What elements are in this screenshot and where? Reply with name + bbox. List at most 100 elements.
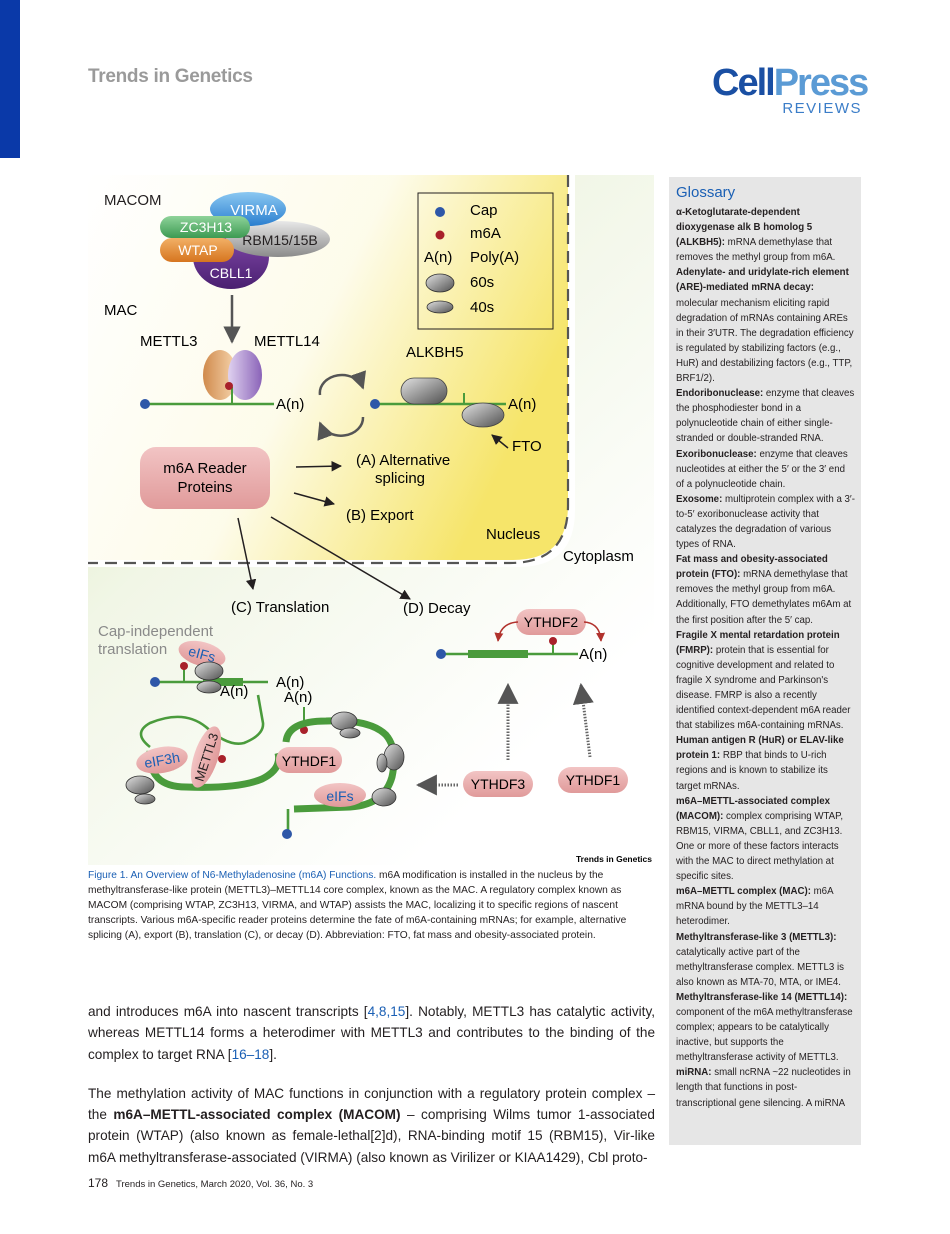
glossary-term: Exoribonuclease: <box>676 448 757 460</box>
glossary-entry: Methyltransferase-like 3 (METTL3): catal… <box>676 930 855 990</box>
demethylated-an-label: A(n) <box>508 396 536 413</box>
journal-name: Trends in Genetics <box>88 66 253 87</box>
legend-60s: 60s <box>470 274 494 291</box>
glossary-term: m6A–METTL complex (MAC): <box>676 886 811 898</box>
nuclear-envelope <box>88 175 570 565</box>
glossary-term: Fat mass and obesity-associated protein … <box>676 554 828 581</box>
ythdf1-protein-circ <box>276 747 342 773</box>
glossary-entry: Exoribonuclease: enzyme that cleaves nuc… <box>676 447 855 492</box>
legend-40s: 40s <box>470 299 494 316</box>
decay-arrow-right <box>583 621 606 642</box>
glossary-entry: miRNA: small ncRNA ~22 nucleotides in le… <box>676 1065 855 1110</box>
caption-title: Figure 1. An Overview of N6-Methyladenos… <box>88 870 377 881</box>
glossary-definition: enzyme that cleaves the phosphodiester b… <box>676 388 855 445</box>
ythdf1-label-right: YTHDF1 <box>566 772 621 788</box>
glossary-term: Exosome: <box>676 493 723 505</box>
legend-box <box>417 192 554 330</box>
glossary-entry: Endoribonuclease: enzyme that cleaves th… <box>676 386 855 446</box>
legend-cap: Cap <box>470 202 498 219</box>
glossary-entry: α-Ketoglutarate-dependent dioxygenase al… <box>676 205 855 265</box>
glossary-term: miRNA: <box>676 1067 712 1079</box>
translation-arrow <box>237 517 257 591</box>
decay-arrow-left <box>494 621 519 642</box>
translation-label: (C) Translation <box>231 599 329 616</box>
nucleus-label: Nucleus <box>486 526 540 543</box>
glossary-entry: Human antigen R (HuR) or ELAV-like prote… <box>676 733 855 793</box>
wtap-protein <box>160 238 234 262</box>
legend-m6a: m6A <box>470 225 501 242</box>
m6a-site <box>225 382 233 390</box>
cap-independent-line1: Cap-independent <box>98 623 214 640</box>
figure-source: Trends in Genetics <box>576 854 652 864</box>
glossary-term: Methyltransferase-like 14 (METTL14): <box>676 991 848 1003</box>
glossary-term-macom: m6A–METTL-associated complex (MACOM) <box>113 1107 401 1123</box>
figure-1-diagram: Cap m6A A(n) Poly(A) 60s 40s MACOM CBLL1… <box>88 175 654 865</box>
zc3h13-label: ZC3H13 <box>180 219 232 235</box>
m6a-legend-icon <box>435 230 445 240</box>
glossary-term: Human antigen R (HuR) or ELAV-like prote… <box>676 735 844 762</box>
mettl14-label: METTL14 <box>254 333 320 350</box>
glossary-entry: Exosome: multiprotein complex with a 3′-… <box>676 492 855 552</box>
zc3h13-protein <box>160 216 250 238</box>
alt-splicing-line2: splicing <box>375 470 425 487</box>
virma-label: VIRMA <box>230 202 278 219</box>
glossary-entry: Fragile X mental retardation protein (FM… <box>676 628 855 734</box>
eifs-protein-bottom <box>314 783 366 807</box>
macom-label: MACOM <box>104 192 162 209</box>
cytoplasm-label: Cytoplasm <box>563 548 634 565</box>
wtap-label: WTAP <box>178 242 217 258</box>
glossary-definition: enzyme that cleaves nucleotides at eithe… <box>676 448 848 490</box>
circ-right-an-label: A(n) <box>284 689 312 706</box>
glossary-term: Adenylate- and uridylate-rich element (A… <box>676 267 849 294</box>
ribosome-circ-top <box>330 711 358 731</box>
eifs-label-bottom: eIFs <box>326 788 353 804</box>
eifs-protein-top: eIFs <box>178 640 226 668</box>
legend-an: A(n) <box>424 249 452 266</box>
logo-reviews-text: REVIEWS <box>782 100 862 117</box>
reference-link-16-18[interactable]: 16–18 <box>231 1046 270 1062</box>
glossary-entry: Adenylate- and uridylate-rich element (A… <box>676 265 855 386</box>
paragraph-2: The methylation activity of MAC function… <box>88 1085 655 1165</box>
alt-splicing-line1: (A) Alternative <box>356 452 450 469</box>
mac-label: MAC <box>104 302 138 319</box>
glossary-term: Fragile X mental retardation protein (FM… <box>676 629 840 656</box>
cap-independent-line2: translation <box>98 641 167 658</box>
ythdf2-label: YTHDF2 <box>524 614 579 630</box>
glossary-term: Endoribonuclease: <box>676 388 764 400</box>
reversible-cycle-icon <box>318 370 366 396</box>
glossary-entry: m6A–METTL complex (MAC): m6A mRNA bound … <box>676 884 855 929</box>
mettl3-label: METTL3 <box>140 333 198 350</box>
glossary-definition: mRNA demethylase that removes the methyl… <box>676 569 852 626</box>
ythdf2-protein <box>516 609 586 635</box>
mettl14-protein <box>228 350 262 400</box>
figure-caption: Figure 1. An Overview of N6-Methyladenos… <box>88 868 653 943</box>
body-text: and introduces m6A into nascent transcri… <box>88 1001 655 1186</box>
fto-label: FTO <box>512 438 542 455</box>
export-arrow <box>293 492 336 507</box>
ythdf3-protein <box>463 771 533 797</box>
glossary-definition: catalytically active part of the methylt… <box>676 946 844 988</box>
glossary-definition: molecular mechanism eliciting rapid degr… <box>676 297 854 385</box>
ribosome-40s-legend-icon <box>426 300 454 314</box>
cellpress-logo: CellPress REVIEWS <box>712 62 869 118</box>
fto-protein <box>461 402 505 428</box>
caption-text: m6A modification is installed in the nuc… <box>88 870 627 941</box>
reference-link-4-8-15[interactable]: 4,8,15 <box>367 1004 406 1019</box>
glossary-term: Methyltransferase-like 3 (METTL3): <box>676 931 837 943</box>
m6a-reader-proteins <box>140 447 270 509</box>
decay-label: (D) Decay <box>403 600 471 617</box>
export-label: (B) Export <box>346 507 414 524</box>
glossary-definition: mRNA demethylase that removes the methyl… <box>676 237 836 264</box>
rbm15-label: RBM15/15B <box>242 232 317 248</box>
fto-arrow <box>491 434 509 449</box>
decay-an-label: A(n) <box>579 646 607 663</box>
splicing-arrow <box>295 460 343 472</box>
reader-label-line2: Proteins <box>177 479 232 496</box>
decay-arrow <box>270 516 411 600</box>
cap-legend-icon <box>435 207 445 217</box>
glossary-entry: m6A–METTL-associated complex (MACOM): co… <box>676 794 855 885</box>
glossary-definition: complex comprising WTAP, RBM15, VIRMA, C… <box>676 810 844 883</box>
glossary-box: Glossary α-Ketoglutarate-dependent dioxy… <box>669 177 861 1145</box>
glossary-entries: α-Ketoglutarate-dependent dioxygenase al… <box>669 205 861 1111</box>
